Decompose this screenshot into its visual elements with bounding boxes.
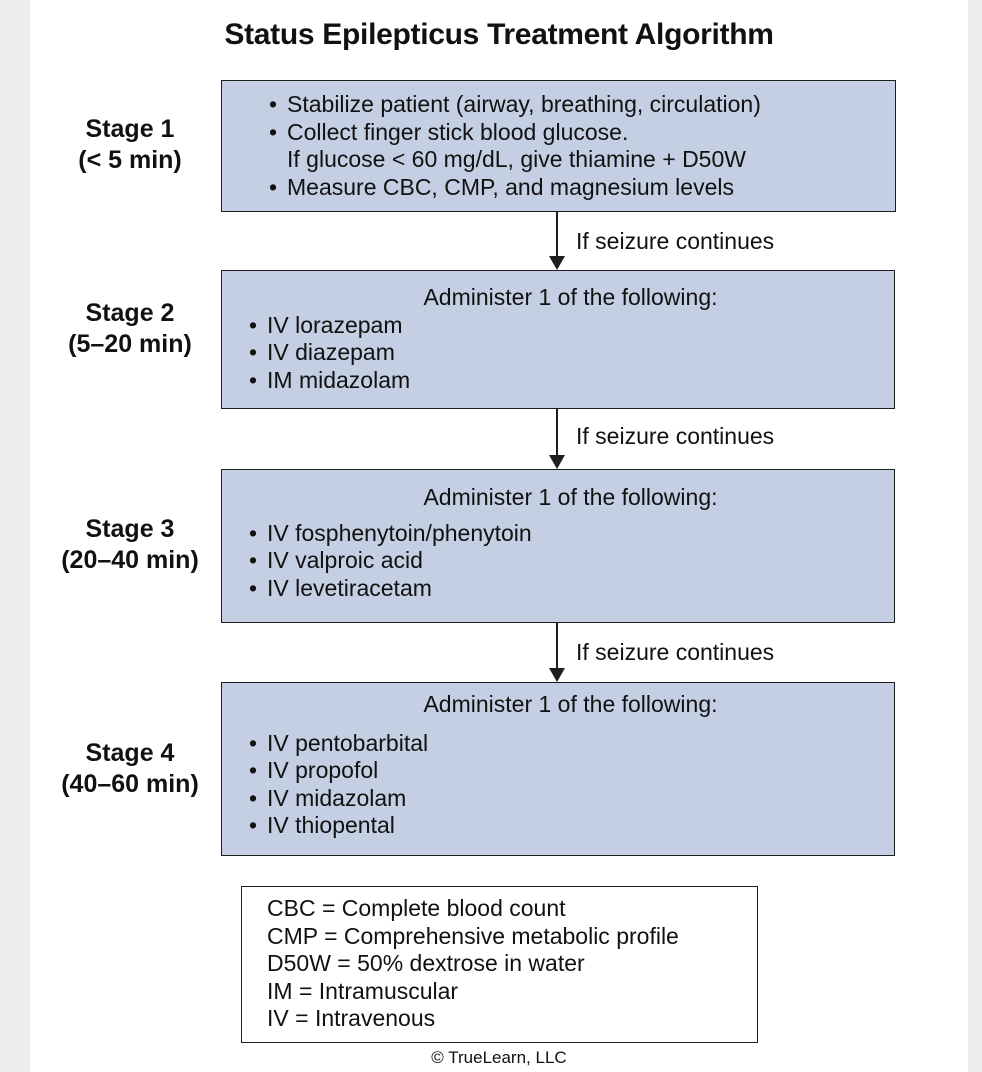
stage-2-time: (5–20 min) [68, 330, 192, 358]
stage-1-item: Measure CBC, CMP, and magnesium levels [267, 174, 895, 202]
stage-2-heading: Administer 1 of the following: [423, 284, 718, 310]
stage-1-label: Stage 1 (< 5 min) [30, 114, 230, 176]
page: Status Epilepticus Treatment Algorithm S… [30, 0, 968, 1072]
diagram-title: Status Epilepticus Treatment Algorithm [224, 18, 774, 51]
abbreviation-legend: CBC = Complete blood count CMP = Compreh… [241, 886, 758, 1043]
stage-2-name: Stage 2 [85, 299, 175, 327]
stage-2-item: IV lorazepam [247, 312, 894, 340]
legend-entry: IV = Intravenous [267, 1005, 436, 1031]
legend-entry: IM = Intramuscular [267, 977, 459, 1004]
copyright-notice: © TrueLearn, LLC [431, 1048, 567, 1067]
stage-4-label: Stage 4 (40–60 min) [30, 738, 230, 800]
stage-2-box: Administer 1 of the following: IV loraze… [221, 270, 895, 409]
stage-3-item: IV levetiracetam [247, 575, 894, 603]
arrow-3-head [549, 668, 565, 682]
stage-4-box: Administer 1 of the following: IV pentob… [221, 682, 895, 856]
arrow-2-head [549, 455, 565, 469]
legend-entry: D50W = 50% dextrose in water [267, 950, 585, 976]
stage-3-box: Administer 1 of the following: IV fosphe… [221, 469, 895, 623]
stage-2-label: Stage 2 (5–20 min) [30, 298, 230, 360]
stage-1-item: Collect finger stick blood glucose. [267, 119, 895, 147]
stage-4-heading: Administer 1 of the following: [423, 691, 718, 717]
stage-4-item: IV thiopental [247, 812, 894, 840]
stage-3-label: Stage 3 (20–40 min) [30, 514, 230, 576]
stage-3-time: (20–40 min) [61, 546, 199, 574]
stage-1-continuation: If glucose < 60 mg/dL, give thiamine + D… [287, 146, 746, 172]
legend-entry: CBC = Complete blood count [267, 895, 566, 921]
stage-2-item: IV diazepam [247, 339, 894, 367]
stage-4-time: (40–60 min) [61, 770, 199, 798]
stage-1-box: Stabilize patient (airway, breathing, ci… [221, 80, 896, 212]
arrow-1-label: If seizure continues [576, 228, 775, 254]
flow-arrows [549, 212, 565, 682]
stage-4-name: Stage 4 [85, 739, 175, 767]
stage-3-item: IV fosphenytoin/phenytoin [247, 520, 894, 548]
legend-entry: CMP = Comprehensive metabolic profile [267, 922, 679, 949]
stage-3-heading: Administer 1 of the following: [423, 484, 718, 510]
stage-3-name: Stage 3 [85, 515, 175, 543]
stage-4-item: IV midazolam [247, 785, 894, 813]
arrow-2-label: If seizure continues [576, 423, 775, 449]
stage-1-item: Stabilize patient (airway, breathing, ci… [267, 91, 895, 119]
stage-1-time: (< 5 min) [78, 146, 182, 174]
stage-2-item: IM midazolam [247, 367, 894, 395]
arrow-3-label: If seizure continues [576, 639, 775, 665]
stage-4-item: IV propofol [247, 757, 894, 785]
stage-3-item: IV valproic acid [247, 547, 894, 575]
arrow-1-head [549, 256, 565, 270]
stage-1-name: Stage 1 [85, 115, 175, 143]
stage-4-item: IV pentobarbital [247, 730, 894, 758]
